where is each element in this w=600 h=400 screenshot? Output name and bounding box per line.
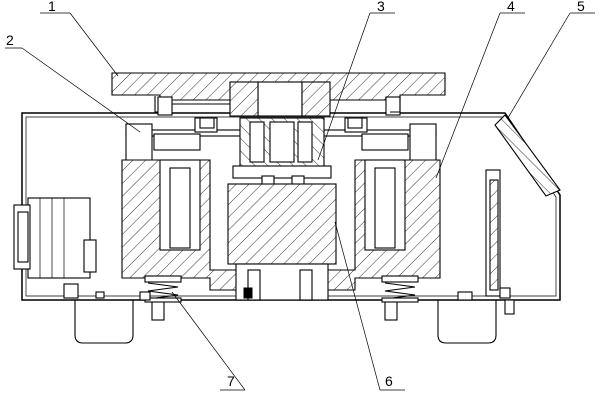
housing-feet [74,299,515,344]
leader-lines [5,12,595,391]
side-connector [13,197,105,299]
callout-5: 5 [577,0,585,14]
callout-6: 6 [385,373,393,389]
callout-7: 7 [227,373,235,389]
callout-2: 2 [6,32,14,48]
callout-labels: 1 2 3 4 5 6 7 [6,0,585,389]
motor-block [227,183,337,301]
counterweight-body [121,159,441,291]
damping-spring-right [381,275,419,303]
top-plate [111,72,446,117]
bottom-parts [139,291,473,301]
callout-3: 3 [377,0,385,14]
callout-4: 4 [507,0,515,14]
control-panel [485,114,561,299]
callout-1: 1 [48,0,56,14]
coupling-assembly [199,117,363,187]
